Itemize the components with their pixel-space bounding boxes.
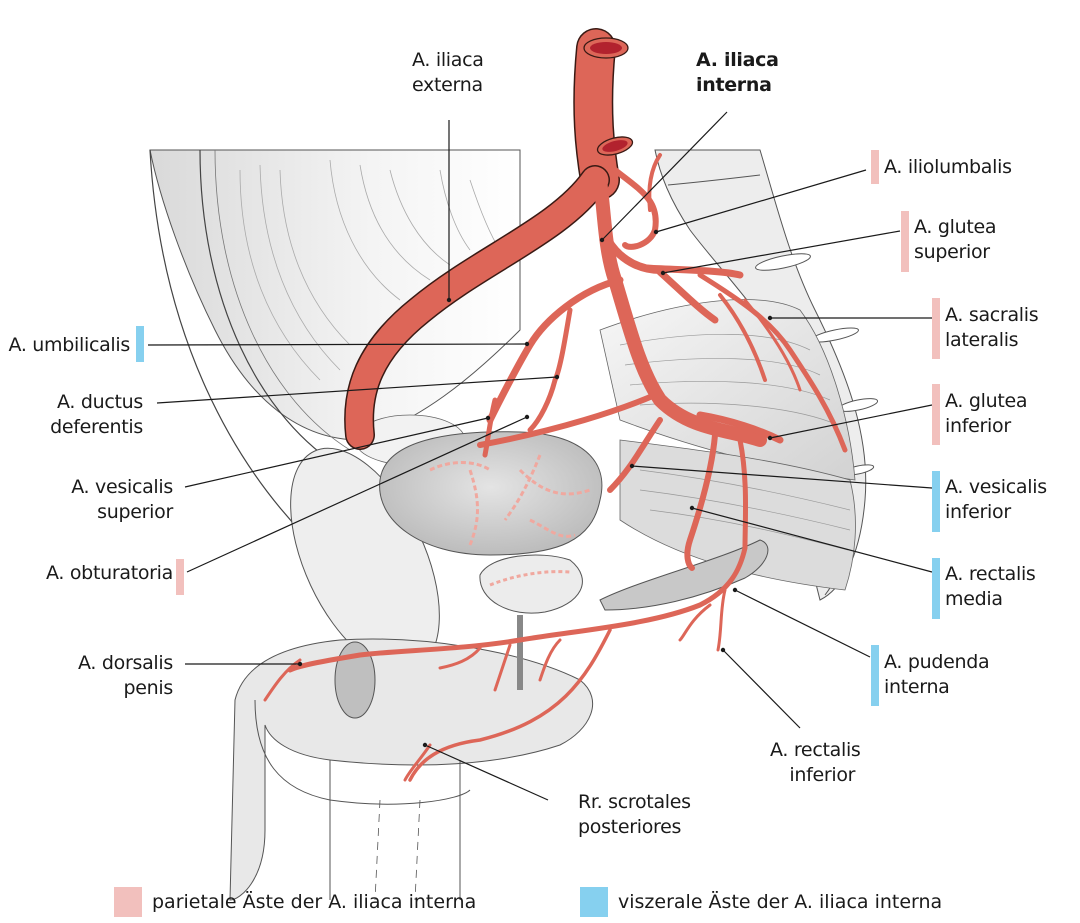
label-line: A. rectalis [770, 739, 861, 761]
label-a-glutea-superior: A. glutea superior [914, 215, 997, 265]
legend-item-visceral: viszerale Äste der A. iliaca interna [580, 887, 942, 917]
label-line: A. iliaca [696, 49, 779, 71]
label-line: media [945, 588, 1003, 610]
legend-swatch-visceral [580, 887, 608, 917]
parietal-tag [932, 384, 940, 445]
prostate [479, 554, 583, 614]
leader-lines [147, 111, 933, 801]
label-line: lateralis [945, 329, 1019, 351]
legend-label: viszerale Äste der A. iliaca interna [618, 891, 943, 913]
urinary-bladder [379, 431, 603, 556]
label-a-rectalis-media: A. rectalis media [945, 562, 1036, 612]
a-rectalis-inferior [716, 588, 727, 652]
pelvic-wall [149, 149, 521, 561]
label-line: interna [696, 74, 772, 96]
a-iliolumbalis [612, 167, 659, 250]
label-line: A. sacralis [945, 304, 1039, 326]
label-line: A. iliaca [412, 49, 484, 71]
a-ductus-deferentis [527, 307, 573, 433]
label-line: A. glutea [945, 390, 1028, 412]
legend-swatch-parietal [114, 887, 142, 917]
label-line: A. rectalis [945, 563, 1036, 585]
label-rr-scrotales-posteriores: Rr. scrotales posteriores [578, 790, 691, 840]
label-line: A. dorsalis [78, 652, 173, 674]
a-obturatoria [477, 392, 658, 448]
label-a-dorsalis-penis: A. dorsalis penis [78, 651, 173, 701]
a-vesicalis-superior [482, 397, 498, 458]
visceral-tag [932, 558, 940, 619]
label-a-rectalis-inferior: A. rectalis inferior [770, 738, 861, 788]
label-a-iliaca-externa: A. iliaca externa [412, 48, 484, 98]
legend-item-parietal: parietale Äste der A. iliaca interna [114, 887, 476, 917]
label-line: A. vesicalis [71, 476, 173, 498]
a-iliaca-interna [593, 173, 767, 447]
a-glutea-superior [641, 264, 744, 279]
a-pudenda-interna [287, 437, 749, 673]
label-line: A. umbilicalis [8, 334, 130, 356]
label-line: A. glutea [914, 216, 997, 238]
label-a-ductus-deferentis: A. ductus deferentis [50, 390, 143, 440]
a-rectalis-media [684, 432, 718, 571]
label-a-iliolumbalis: A. iliolumbalis [884, 155, 1012, 180]
arteries [263, 28, 848, 782]
label-line: inferior [945, 415, 1011, 437]
parietal-tag [176, 559, 184, 595]
label-a-sacralis-lateralis: A. sacralis lateralis [945, 303, 1039, 353]
label-line: A. pudenda [884, 651, 990, 673]
legend-label: parietale Äste der A. iliaca interna [152, 891, 477, 913]
label-line: inferior [945, 501, 1011, 523]
label-a-vesicalis-superior: A. vesicalis superior [71, 475, 173, 525]
label-line: A. ductus [57, 391, 143, 413]
a-sacralis-lateralis [697, 272, 848, 453]
visceral-tag [871, 645, 879, 706]
label-a-obturatoria: A. obturatoria [46, 561, 173, 586]
visceral-tag [932, 471, 940, 532]
penis [229, 615, 593, 901]
label-line: posteriores [578, 816, 682, 838]
label-line: deferentis [50, 416, 143, 438]
label-line: inferior [789, 764, 856, 786]
label-line: superior [97, 501, 173, 523]
label-line: superior [914, 241, 990, 263]
rectum [599, 539, 769, 611]
label-line: interna [884, 676, 950, 698]
visceral-tag [136, 326, 144, 362]
label-line: A. iliolumbalis [884, 156, 1012, 178]
leader-dots [297, 229, 773, 748]
a-dorsalis-penis [263, 658, 302, 702]
parietal-tag [932, 298, 940, 359]
label-line: Rr. scrotales [578, 791, 691, 813]
label-line: A. vesicalis [945, 476, 1047, 498]
a-vesicalis-inferior [607, 417, 663, 493]
label-a-glutea-inferior: A. glutea inferior [945, 389, 1028, 439]
label-a-iliaca-interna: A. iliaca interna [696, 48, 779, 98]
label-a-vesicalis-inferior: A. vesicalis inferior [945, 475, 1047, 525]
label-line: externa [412, 74, 483, 96]
label-a-pudenda-interna: A. pudenda interna [884, 650, 990, 700]
label-a-umbilicalis: A. umbilicalis [8, 333, 130, 358]
parietal-tag [901, 211, 909, 272]
a-umbilicalis [486, 276, 624, 424]
rr-scrotales-posteriores [408, 628, 612, 782]
label-line: A. obturatoria [46, 562, 173, 584]
label-line: penis [123, 677, 174, 699]
parietal-tag [871, 150, 879, 184]
